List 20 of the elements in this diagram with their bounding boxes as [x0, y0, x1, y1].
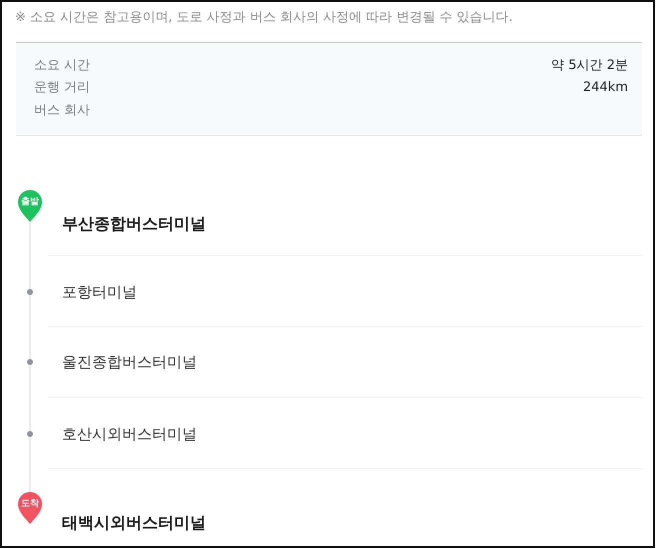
row-value: 244km — [582, 79, 628, 96]
timeline-line — [29, 222, 31, 289]
stop-name: 태백시외버스터미널 — [62, 512, 206, 534]
notice-text: ※ 소요 시간은 참고용이며, 도로 사정과 버스 회사의 사정에 따라 변경될 수 있습니다. — [15, 9, 513, 26]
start-pin: 출발 — [18, 190, 42, 222]
timeline-line — [29, 365, 31, 431]
stop-name: 울진종합버스터미널 — [62, 352, 197, 373]
stop-name: 호산시외버스터미널 — [62, 424, 197, 445]
row-value: 약 5시간 2분 — [551, 57, 628, 74]
timeline-line — [29, 437, 31, 492]
stop-name: 부산종합버스터미널 — [62, 213, 206, 235]
row-label: 버스 회사 — [34, 102, 90, 119]
end-pin: 도착 — [18, 492, 42, 524]
stop-dot — [27, 431, 33, 437]
stop-dot — [27, 289, 33, 295]
stop-dot — [27, 359, 33, 365]
row-label: 운행 거리 — [34, 79, 90, 96]
stop-name: 포항터미널 — [62, 282, 137, 303]
timeline-line — [29, 295, 31, 359]
row-label: 소요 시간 — [34, 57, 90, 74]
